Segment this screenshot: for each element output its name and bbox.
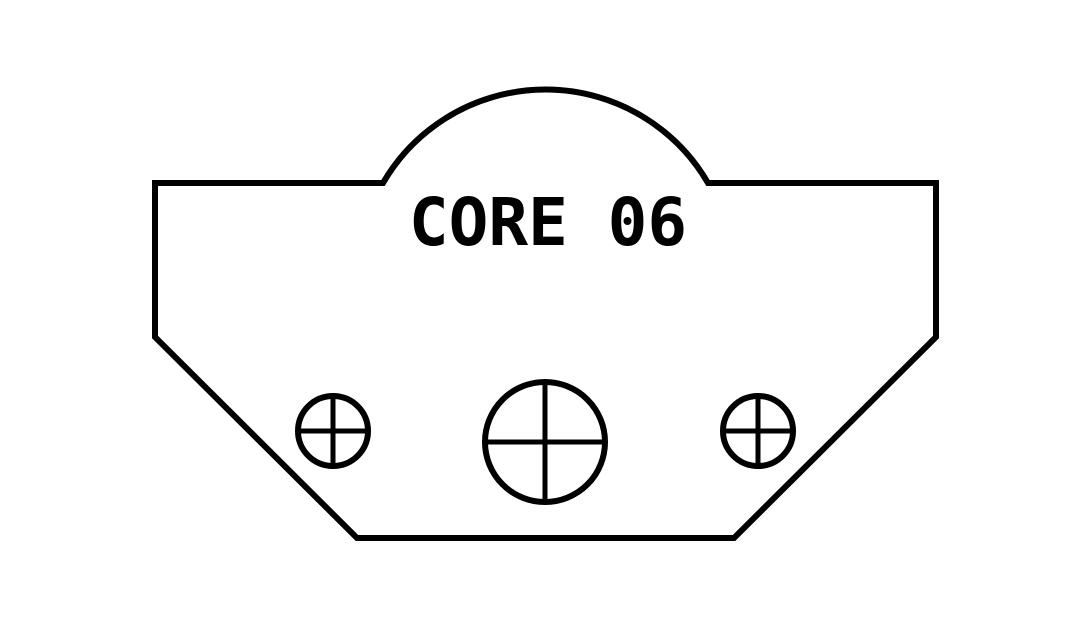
- left-hole-icon: [295, 393, 371, 469]
- core-outline: [152, 86, 939, 541]
- right-hole-icon: [720, 393, 796, 469]
- core-label: CORE 06: [409, 184, 687, 261]
- center-hole-icon: [482, 379, 608, 505]
